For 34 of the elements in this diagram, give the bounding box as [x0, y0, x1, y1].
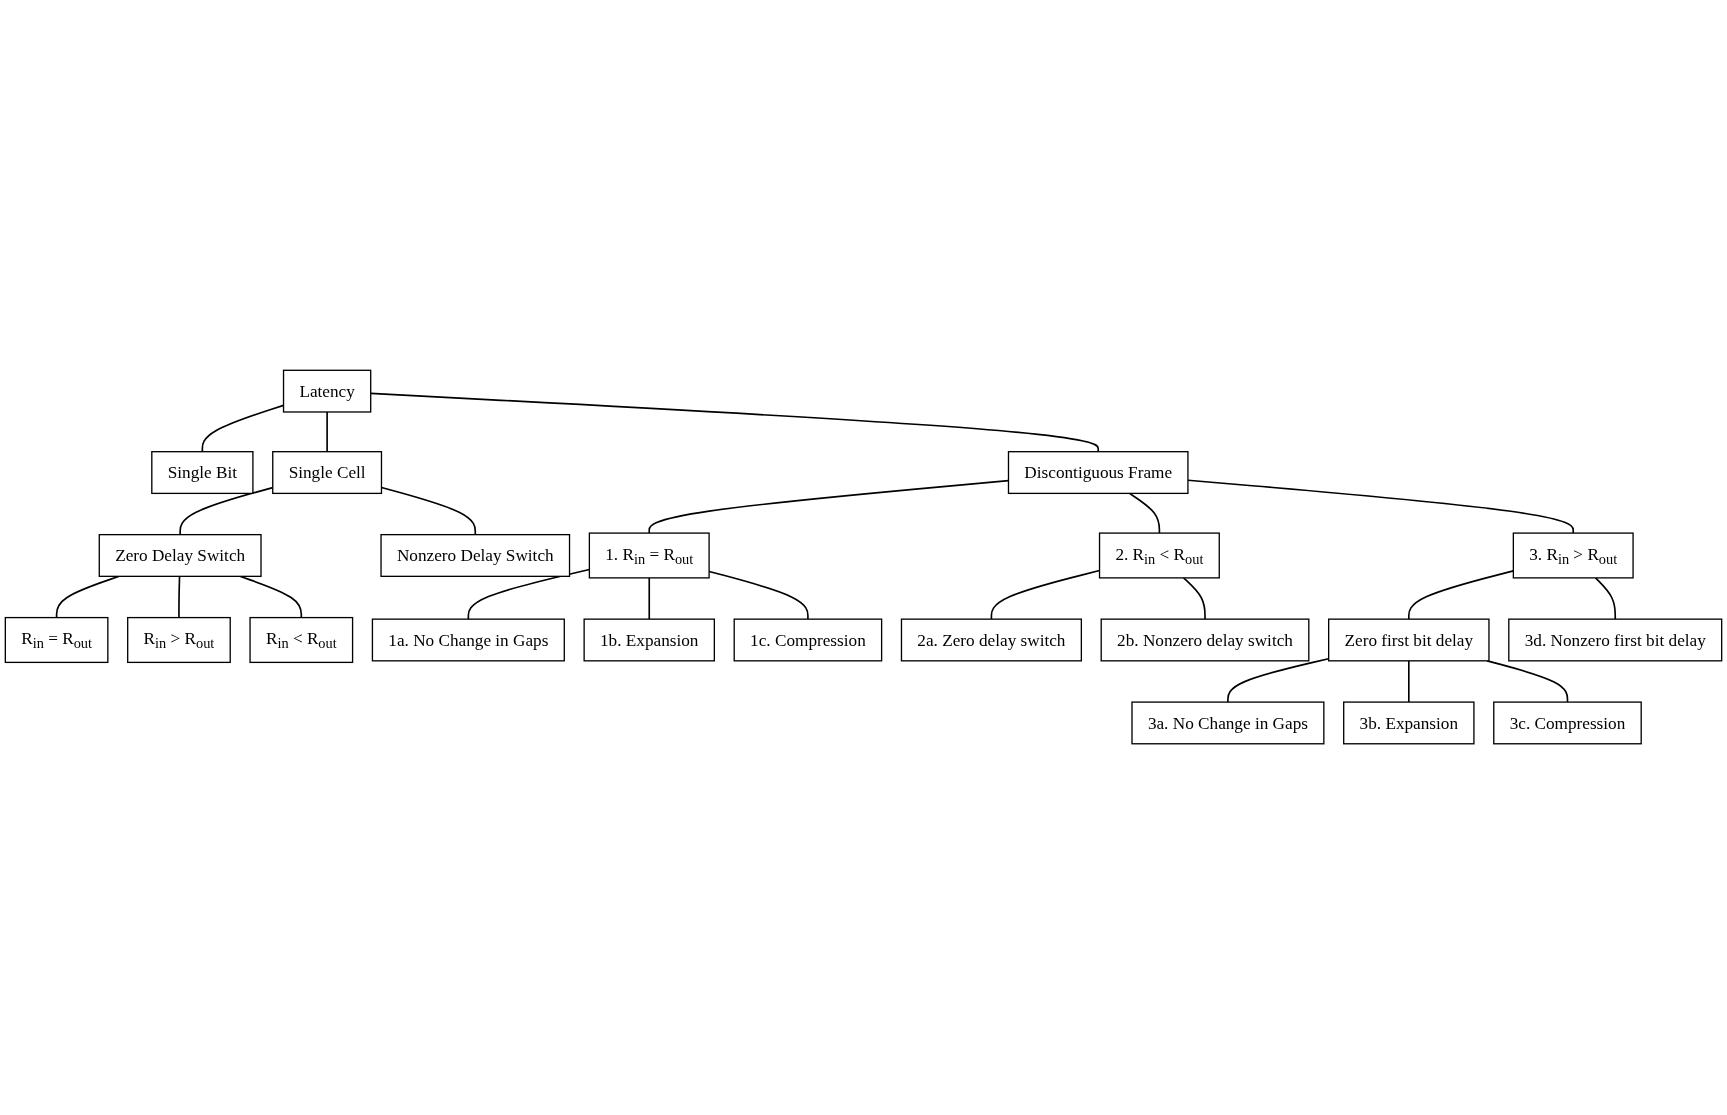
connector	[1128, 493, 1161, 535]
node-box: 1a. No Change in Gaps	[371, 618, 565, 662]
node-box: 2. R$_{in}$ < R$_{out}$	[1098, 532, 1220, 579]
node-box: Latency	[282, 370, 372, 414]
node-box: 1. R$_{in}$ = R$_{out}$	[588, 532, 710, 579]
connector	[1187, 479, 1575, 535]
node-box: 1b. Expansion	[583, 618, 715, 662]
connector	[1486, 660, 1569, 704]
connector	[1594, 577, 1617, 621]
node-box: 3. R$_{in}$ > R$_{out}$	[1512, 532, 1634, 579]
node-box: Single Cell	[272, 451, 383, 495]
node-box: R$_{in}$ < R$_{out}$	[249, 617, 354, 664]
node-box: Zero Delay Switch	[98, 534, 262, 578]
node-box: R$_{in}$ > R$_{out}$	[127, 617, 231, 664]
node-box: 1c. Compression	[733, 618, 883, 662]
connector	[239, 575, 303, 619]
node-box: 3d. Nonzero first bit delay	[1508, 618, 1723, 662]
connector	[326, 411, 328, 453]
node-box: 3b. Expansion	[1343, 701, 1475, 745]
connector	[648, 577, 651, 621]
connector	[178, 575, 181, 619]
connector	[1182, 577, 1206, 621]
node-box: 2a. Zero delay switch	[900, 618, 1082, 662]
node-box: Zero first bit delay	[1328, 618, 1490, 662]
node-box: 2b. Nonzero delay switch	[1100, 618, 1310, 662]
connector	[1227, 658, 1330, 704]
node-box: Discontiguous Frame	[1007, 451, 1189, 495]
node-box: R$_{in}$ = R$_{out}$	[4, 617, 109, 664]
node-box: Single Bit	[151, 451, 254, 495]
node-box: 3a. No Change in Gaps	[1131, 701, 1325, 745]
connector	[1408, 660, 1410, 704]
connector	[55, 575, 120, 619]
node-box: Nonzero Delay Switch	[380, 534, 571, 578]
node-box: 3c. Compression	[1493, 701, 1642, 745]
